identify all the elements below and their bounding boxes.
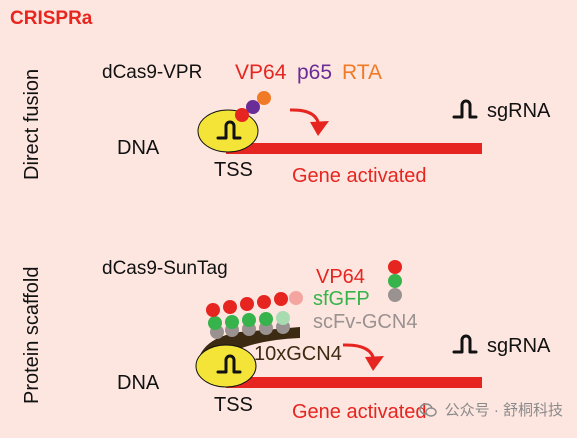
side-label-direct: Direct fusion <box>21 68 43 180</box>
p65-dot <box>246 100 260 114</box>
dna-strand-scaffold <box>226 377 482 388</box>
legend-sfgfp: sfGFP <box>313 288 370 310</box>
legend-scfv-gcn4: scFv-GCN4 <box>313 311 418 333</box>
gene-activated-scaffold: Gene activated <box>292 401 427 423</box>
arrow-head-scaffold <box>365 356 384 371</box>
gene-activated-direct: Gene activated <box>292 165 427 187</box>
tss-label-direct: TSS <box>214 159 253 181</box>
dna-strand-direct <box>226 143 482 154</box>
dna-label-scaffold: DNA <box>117 372 160 394</box>
legend-scfv-dot <box>388 288 402 302</box>
watermark: 公众号 · 舒桐科技 <box>418 399 563 420</box>
domain-p65: p65 <box>297 61 333 84</box>
domain-rta: RTA <box>342 61 383 84</box>
vp64-dot <box>235 108 249 122</box>
sfgfp-row <box>208 311 290 330</box>
side-label-scaffold: Protein scaffold <box>21 266 43 405</box>
wechat-icon <box>418 402 437 417</box>
tss-label-scaffold: TSS <box>214 394 253 416</box>
dcas9-direct <box>197 109 259 153</box>
watermark-text: 公众号 · 舒桐科技 <box>444 402 563 419</box>
legend-vp64: VP64 <box>316 266 365 288</box>
arrow-head-direct <box>310 121 329 136</box>
sgrna-label-scaffold: sgRNA <box>487 335 551 357</box>
vp64-row <box>206 291 303 317</box>
sgrna-label-direct: sgRNA <box>487 100 551 122</box>
construct-scaffold: dCas9-SunTag <box>102 258 228 279</box>
sgrna-icon-scaffold <box>452 334 478 354</box>
figure-title: CRISPRa <box>10 8 93 29</box>
construct-direct: dCas9-VPR <box>102 62 203 83</box>
dna-label-direct: DNA <box>117 137 160 159</box>
rta-dot <box>257 91 271 105</box>
gcn4-label: 10xGCN4 <box>254 343 342 365</box>
sgrna-icon-direct <box>452 99 478 119</box>
legend-vp64-dot <box>388 260 402 274</box>
domain-vp64: VP64 <box>235 61 287 84</box>
legend-sfgfp-dot <box>388 274 402 288</box>
